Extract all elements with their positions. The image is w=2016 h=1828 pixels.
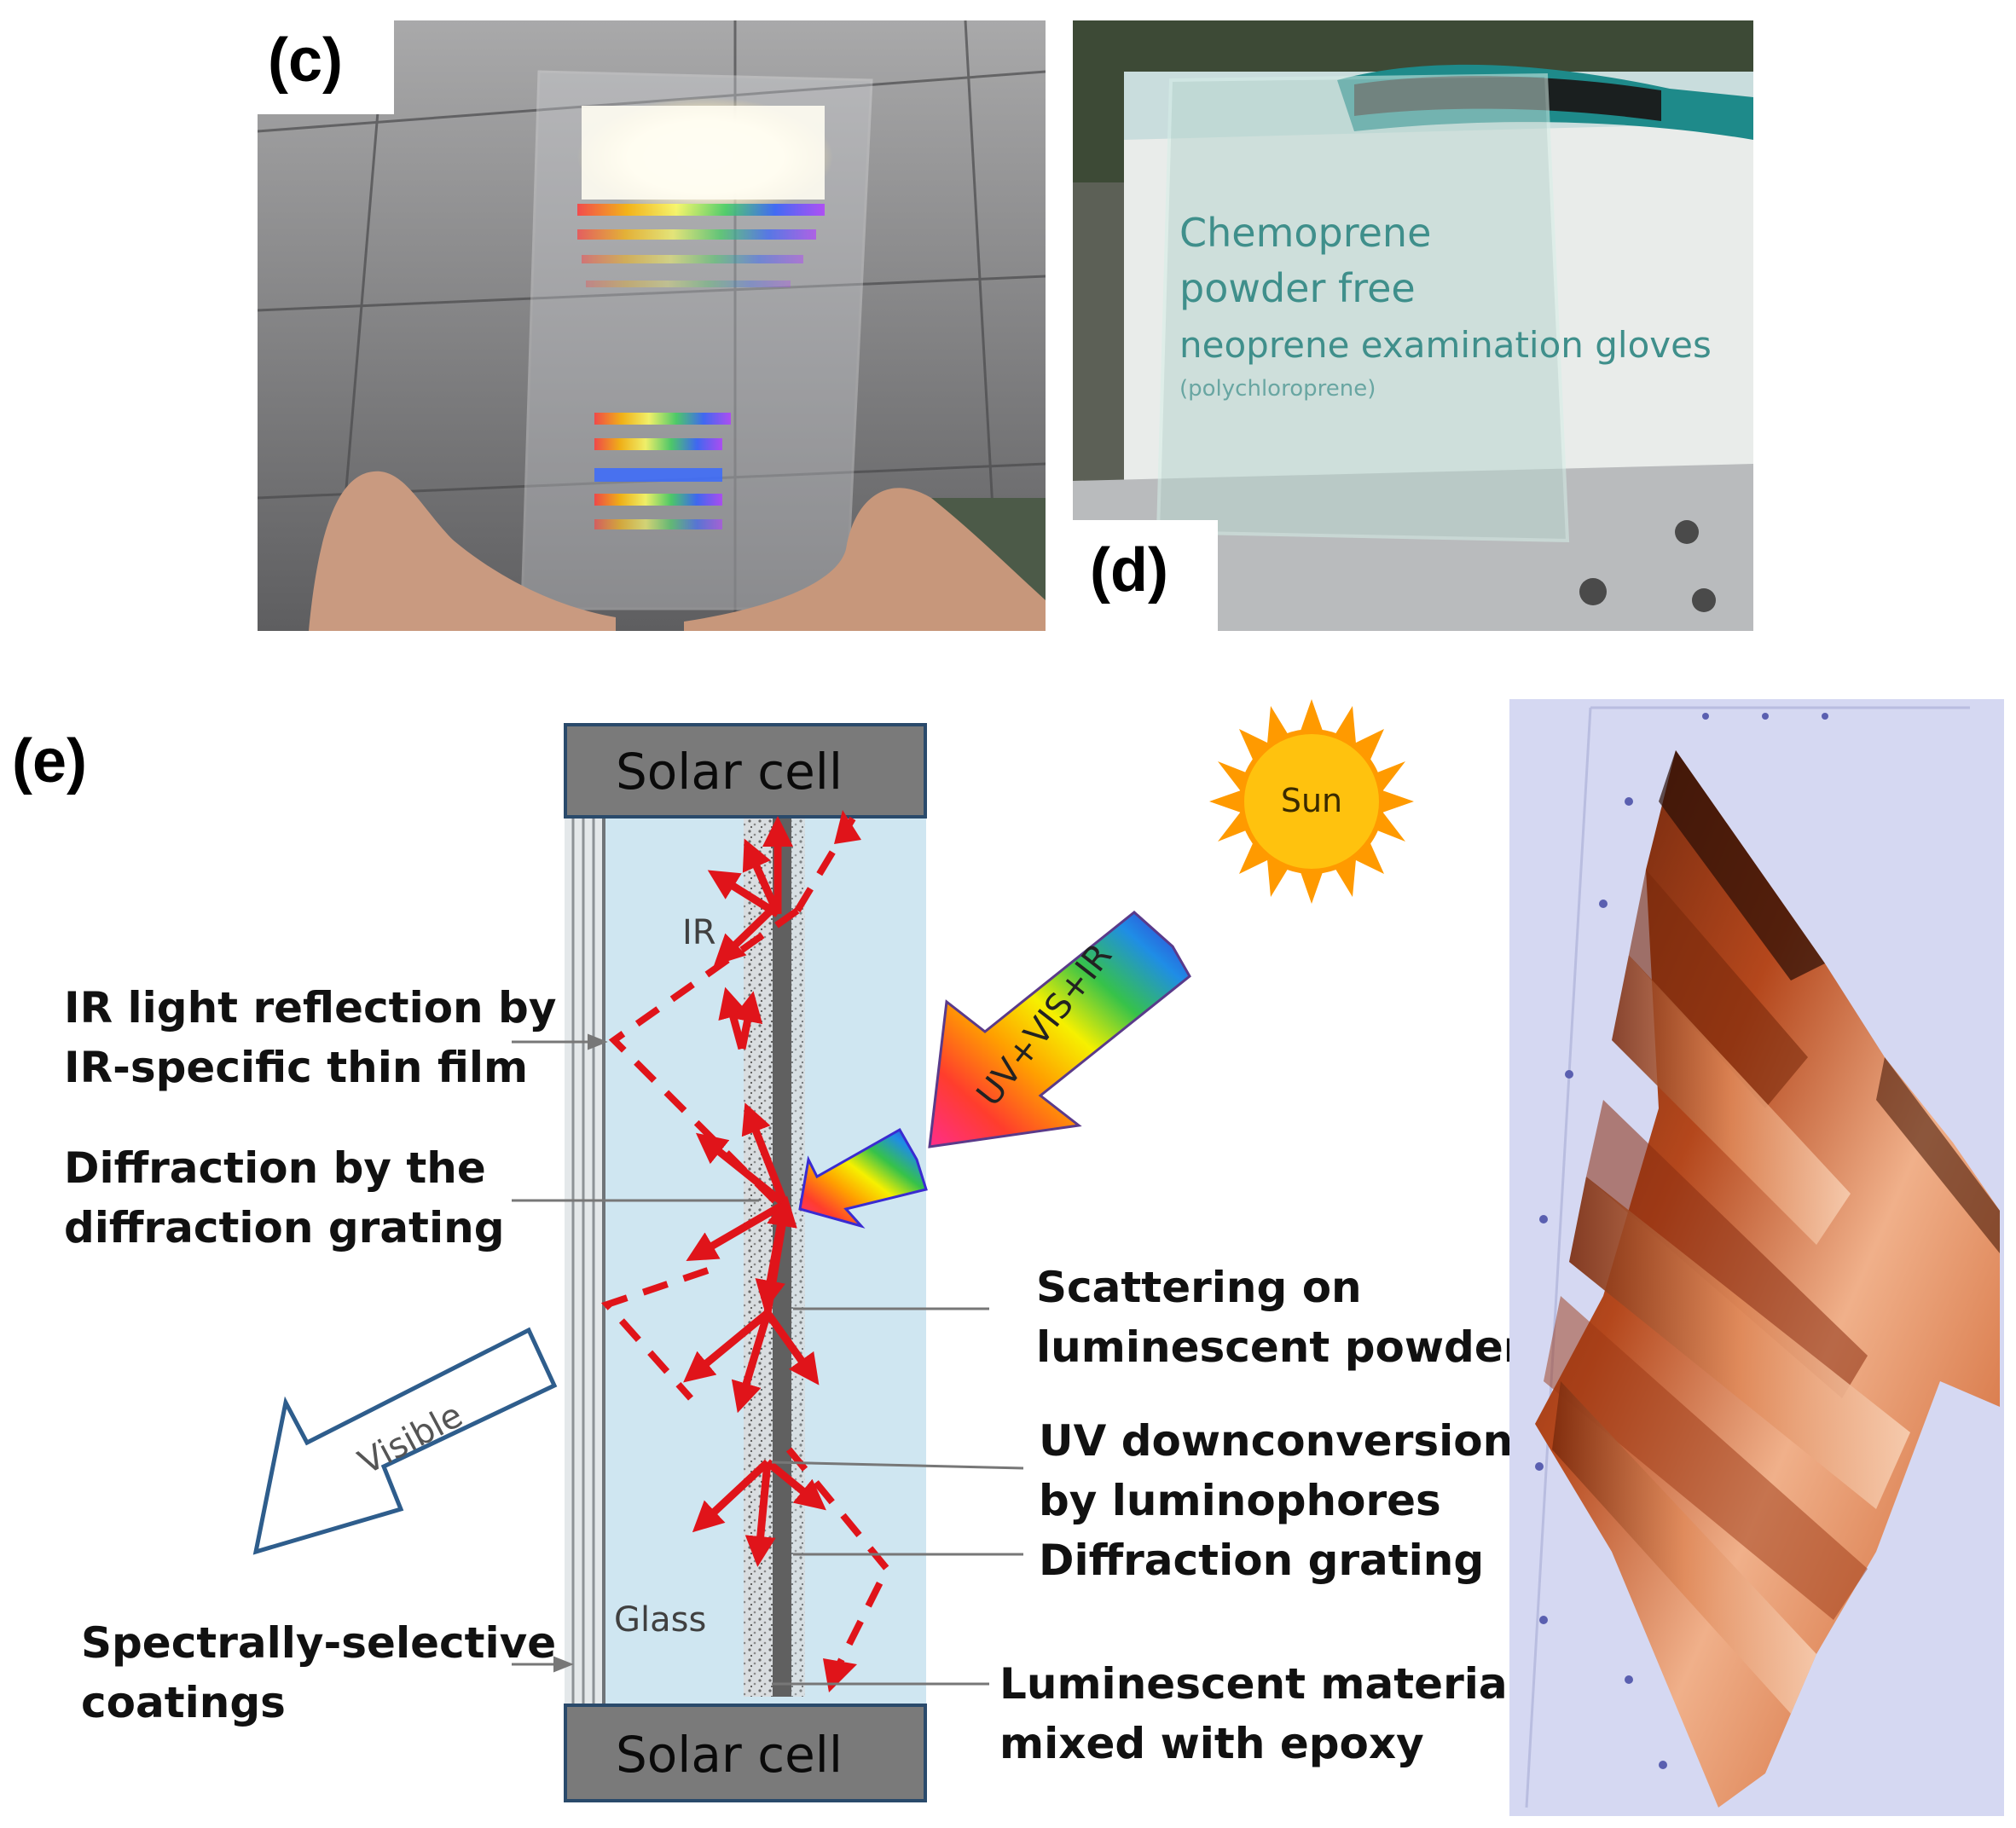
solar-cell-top-label: Solar cell xyxy=(616,743,843,801)
sun-icon: Sun xyxy=(1209,699,1414,904)
panel-label-e: (e) xyxy=(12,727,87,795)
panel-d-label-bg xyxy=(1073,520,1218,631)
leader-lines xyxy=(512,1033,1024,1686)
box-text-line1: Chemoprene xyxy=(1179,210,1431,256)
annotation-luminescent-materials: Luminescent materials mixed with epoxy xyxy=(999,1654,1548,1773)
annotation-ir-reflection: IR light reflection by IR-specific thin … xyxy=(64,978,556,1097)
afm-surface-render xyxy=(1525,706,2000,1808)
grating-incident-arrow xyxy=(798,1127,928,1229)
photo-glass-plate: Chemoprene powder free neoprene examinat… xyxy=(1073,20,1753,631)
annotation-diffraction-by-line2: diffraction grating xyxy=(64,1203,505,1252)
panel-label-d: (d) xyxy=(1090,536,1168,605)
spectral-coating-layers xyxy=(565,774,605,1704)
annotation-uv-downconversion: UV downconversion by luminophores xyxy=(1039,1411,1513,1530)
sun-label: Sun xyxy=(1281,782,1342,819)
annotation-ir-reflection-line1: IR light reflection by xyxy=(64,983,557,1033)
hologram-plate-photo xyxy=(258,20,1046,631)
box-text-line3: neoprene examination gloves xyxy=(1179,324,1712,366)
annotation-diffraction-by: Diffraction by the diffraction grating xyxy=(64,1138,504,1258)
annotation-scattering-line1: Scattering on xyxy=(1036,1263,1362,1312)
annotation-ir-reflection-line2: IR-specific thin film xyxy=(64,1043,529,1092)
annotation-scattering: Scattering on luminescent powders xyxy=(1036,1258,1550,1377)
annotation-diffraction-grating-line1: Diffraction grating xyxy=(1039,1536,1485,1585)
panel-c-label-bg xyxy=(258,20,394,114)
box-text-line2: powder free xyxy=(1179,265,1416,311)
solar-window-diagram: Solar cell Solar cell IR Glass xyxy=(252,699,1414,1802)
ir-label: IR xyxy=(682,913,716,952)
glass-plate-photo: Chemoprene powder free neoprene examinat… xyxy=(1073,20,1753,631)
solar-cell-top xyxy=(564,723,927,819)
box-text-line4: (polychloroprene) xyxy=(1179,376,1376,402)
panel-label-c: (c) xyxy=(268,26,343,95)
annotation-diffraction-grating: Diffraction grating xyxy=(1039,1530,1484,1590)
annotation-coatings-line2: coatings xyxy=(81,1678,286,1727)
annotation-coatings: Spectrally-selective coatings xyxy=(81,1613,556,1733)
annotation-coatings-line1: Spectrally-selective xyxy=(81,1618,557,1668)
annotation-luminescent-materials-line2: mixed with epoxy xyxy=(999,1719,1424,1768)
solar-cell-bottom-label: Solar cell xyxy=(616,1726,843,1784)
diffraction-arrows xyxy=(683,816,826,1567)
annotation-luminescent-materials-line1: Luminescent materials xyxy=(999,1659,1548,1709)
visible-light-arrow: Visible xyxy=(252,1327,558,1555)
incoming-light-arrow: UV+VIS+IR xyxy=(928,911,1191,1148)
photo-hologram-plate xyxy=(258,20,1046,631)
solar-cell-bottom xyxy=(564,1704,927,1802)
annotation-uv-downconversion-line1: UV downconversion xyxy=(1039,1416,1514,1466)
annotation-scattering-line2: luminescent powders xyxy=(1036,1322,1550,1372)
annotation-diffraction-by-line1: Diffraction by the xyxy=(64,1143,486,1193)
annotation-uv-downconversion-line2: by luminophores xyxy=(1039,1476,1441,1525)
glass-label: Glass xyxy=(614,1600,706,1640)
afm-grating-image xyxy=(1509,699,2004,1816)
